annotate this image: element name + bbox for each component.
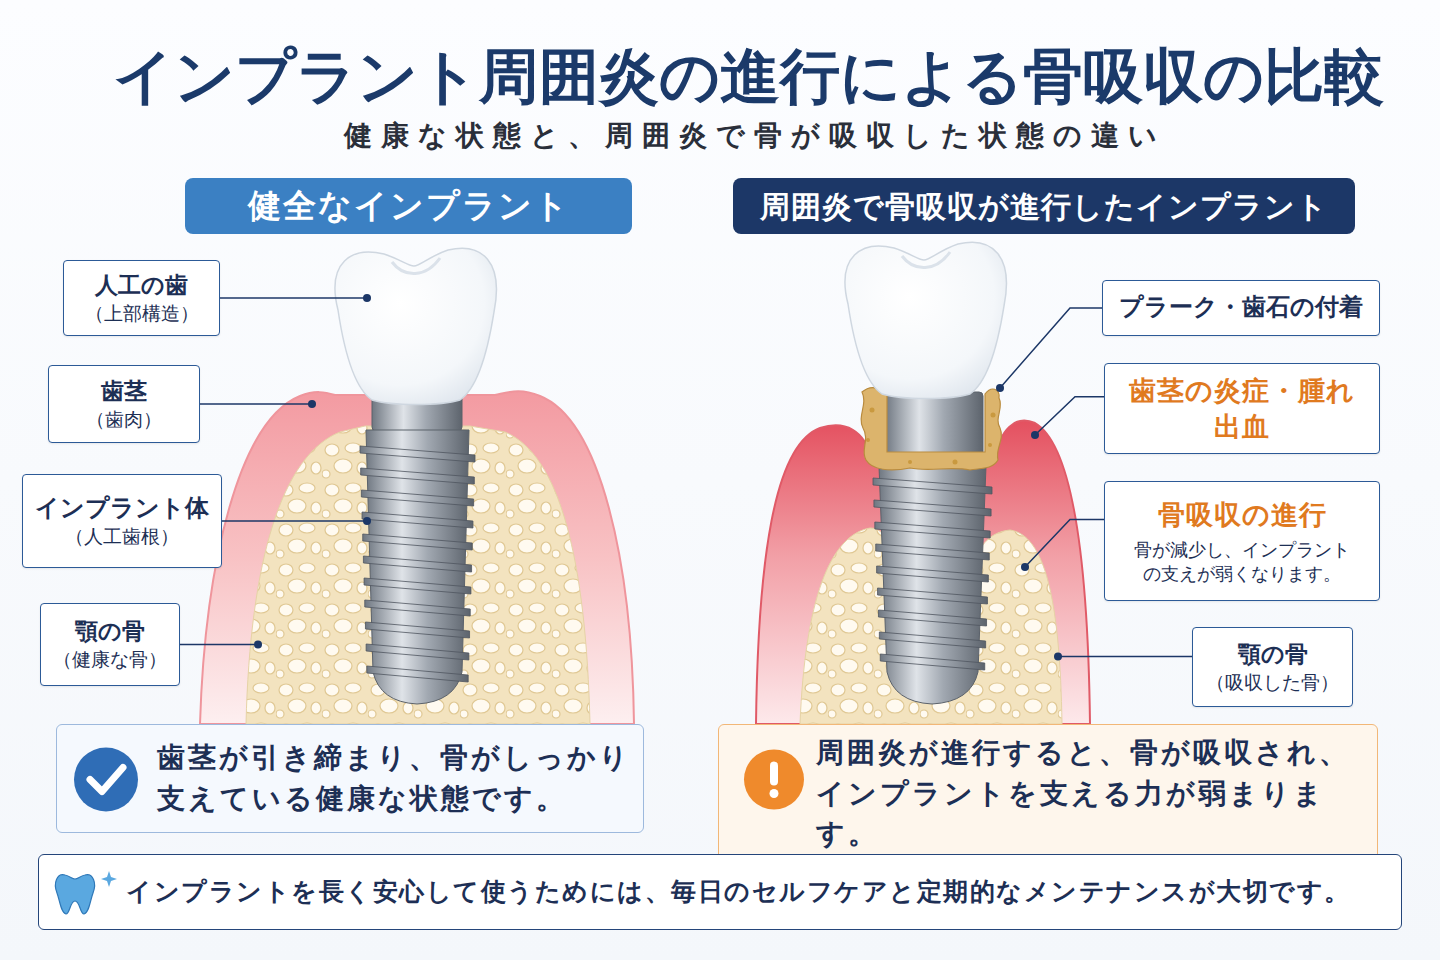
thread <box>873 478 992 494</box>
plaque-specks <box>866 408 996 465</box>
box-heading: 歯茎の炎症・腫れ 出血 <box>1121 373 1364 443</box>
tooth-symbol <box>55 875 94 914</box>
callout-box: 歯茎の炎症・腫れ 出血 <box>1104 363 1380 454</box>
box-heading: インプラント体 <box>35 493 209 524</box>
box-heading: 健全なインプラント <box>248 185 570 228</box>
thread <box>877 566 989 582</box>
box-body: （人工歯根） <box>65 524 179 549</box>
leader-line <box>200 403 312 405</box>
crown <box>845 242 1006 398</box>
box-heading: 骨吸収の進行 <box>1158 497 1327 532</box>
leader-dot <box>1054 653 1062 661</box>
thread <box>874 500 991 516</box>
warning-circle <box>744 750 804 810</box>
box-heading: 顎の骨 <box>1238 640 1308 670</box>
implant-threads <box>873 478 992 670</box>
callout-box: 顎の骨（健康な骨） <box>40 603 180 686</box>
leader-line <box>220 297 367 299</box>
thread <box>876 544 990 560</box>
thread <box>365 622 469 638</box>
implant-threads <box>360 446 475 682</box>
panel-header: 健全なインプラント <box>185 178 632 234</box>
gum-healthy <box>200 391 634 724</box>
box-body: （健康な骨） <box>53 647 167 672</box>
thread <box>361 490 473 506</box>
thread <box>364 578 471 594</box>
callout-box: 人工の歯（上部構造） <box>63 260 220 336</box>
thread <box>363 556 471 572</box>
sparkle <box>101 871 117 887</box>
warning-box: 周囲炎が進行すると、骨が吸収され、インプラントを支える力が弱まります。 <box>718 724 1378 864</box>
callout-box: 顎の骨（吸収した骨） <box>1192 627 1353 707</box>
thread <box>878 610 986 626</box>
subtitle: 健康な状態と、周囲炎で骨が吸収した状態の違い <box>0 117 1440 155</box>
callout-box: インプラント体（人工歯根） <box>22 474 222 568</box>
check-circle <box>74 748 138 812</box>
thread <box>878 588 988 604</box>
thread <box>360 446 475 462</box>
leader-dot <box>1031 431 1039 439</box>
crown-groove <box>902 252 950 268</box>
callout-box: プラーク・歯石の付着 <box>1102 280 1380 336</box>
thread <box>362 512 473 528</box>
box-heading: インプラントを長く安心して使うためには、毎日のセルフケアと定期的なメンテナンスが… <box>126 876 1351 909</box>
check-icon <box>57 725 167 834</box>
box-heading: 顎の骨 <box>75 617 145 647</box>
plaque <box>861 388 1001 470</box>
leader-dot <box>363 294 371 302</box>
box-heading: 周囲炎で骨吸収が進行したインプラント <box>760 187 1328 226</box>
thread <box>875 522 990 538</box>
box-body: 骨が減少し、インプラントの支えが弱くなります。 <box>1131 538 1352 585</box>
thread <box>366 644 469 660</box>
leader-dot <box>308 400 316 408</box>
warning-dot <box>770 789 779 798</box>
box-body: （歯肉） <box>86 407 162 432</box>
box-body: （吸収した骨） <box>1206 670 1339 695</box>
footer-note: インプラントを長く安心して使うためには、毎日のセルフケアと定期的なメンテナンスが… <box>38 854 1402 930</box>
warn-icon <box>719 725 829 834</box>
box-heading: 周囲炎が進行すると、骨が吸収され、インプラントを支える力が弱まります。 <box>816 733 1356 855</box>
leader-dot <box>363 517 371 525</box>
check-mark <box>90 768 123 792</box>
panel-header: 周囲炎で骨吸収が進行したインプラント <box>733 178 1355 234</box>
warning-bar <box>770 762 778 786</box>
thread <box>361 468 475 484</box>
thread <box>363 534 473 550</box>
leader-dot <box>254 641 262 649</box>
leader-line <box>1058 656 1192 658</box>
crown-groove <box>392 258 440 274</box>
summary-box: 歯茎が引き締まり、骨がしっかり支えている健康な状態です。 <box>56 724 644 833</box>
box-body: （上部構造） <box>85 301 199 326</box>
leader-line <box>180 644 258 646</box>
main-title: インプラント周囲炎の進行による骨吸収の比較 <box>40 40 1440 112</box>
leader-line <box>1000 308 1102 388</box>
box-heading: 歯茎 <box>101 377 147 407</box>
thread <box>879 632 985 648</box>
leader-line <box>222 520 367 522</box>
leader-line <box>1025 519 1104 567</box>
thread <box>365 600 470 616</box>
thread <box>367 666 468 682</box>
box-heading: 人工の歯 <box>95 271 188 301</box>
leader-dot <box>1021 563 1029 571</box>
box-heading: 歯茎が引き締まり、骨がしっかり支えている健康な状態です。 <box>157 738 631 819</box>
leader-dot <box>996 384 1004 392</box>
bone-healthy <box>246 426 590 724</box>
callout-box: 骨吸収の進行骨が減少し、インプラントの支えが弱くなります。 <box>1104 481 1380 601</box>
crown <box>335 248 496 404</box>
leader-line <box>1035 397 1104 435</box>
leader-lines <box>180 294 1192 661</box>
thread <box>880 654 984 670</box>
box-heading: プラーク・歯石の付着 <box>1119 292 1363 323</box>
callout-box: 歯茎（歯肉） <box>48 365 200 443</box>
